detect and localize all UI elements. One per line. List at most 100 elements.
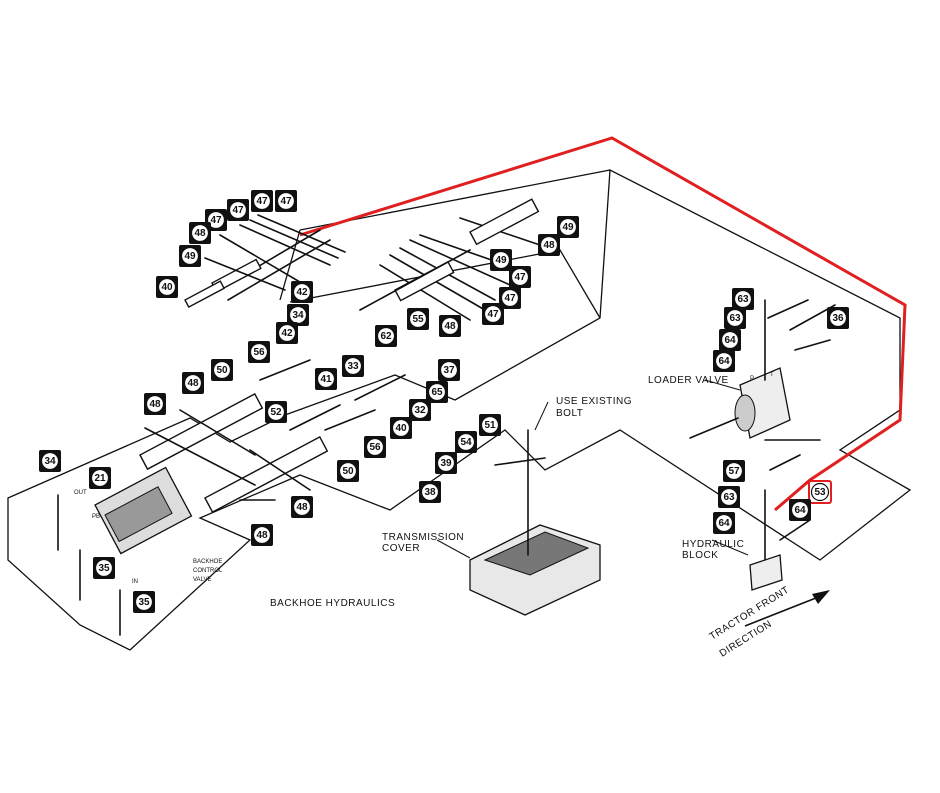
port-pb-label: PB xyxy=(92,514,100,520)
callout-circle xyxy=(338,461,358,481)
callout-circle xyxy=(491,250,511,270)
callout-53: 53 xyxy=(808,480,832,504)
callout-circle xyxy=(828,308,848,328)
port-t-label: T xyxy=(770,372,774,378)
callout-number: 49 xyxy=(495,255,507,266)
callout-64: 64 xyxy=(713,350,735,372)
callout-circle xyxy=(40,451,60,471)
backhoe-control-valve xyxy=(57,466,193,636)
callout-47: 47 xyxy=(499,287,521,309)
callout-number: 62 xyxy=(380,331,392,342)
callout-number: 56 xyxy=(253,347,265,358)
callout-circle xyxy=(790,500,810,520)
callout-number: 64 xyxy=(794,505,806,516)
callout-48: 48 xyxy=(291,496,313,518)
callout-39: 39 xyxy=(435,452,457,474)
callout-49: 49 xyxy=(557,216,579,238)
port-out-label: OUT xyxy=(74,490,87,496)
callout-48: 48 xyxy=(439,315,461,337)
use-existing-bolt-label-1: USE EXISTING xyxy=(556,396,632,407)
callout-34: 34 xyxy=(39,450,61,472)
callout-number: 56 xyxy=(369,442,381,453)
callout-circle xyxy=(539,235,559,255)
use-existing-bolt-label-2: BOLT xyxy=(556,408,583,419)
callout-circle xyxy=(343,356,363,376)
callout-number: 41 xyxy=(320,374,332,385)
hydraulic-block-label-2: BLOCK xyxy=(682,550,718,561)
callout-number: 50 xyxy=(216,365,228,376)
callout-circle xyxy=(292,497,312,517)
callout-circle xyxy=(212,360,232,380)
callout-63: 63 xyxy=(724,307,746,329)
callout-circle xyxy=(183,373,203,393)
callout-50: 50 xyxy=(337,460,359,482)
callout-circle xyxy=(292,282,312,302)
callout-number: 63 xyxy=(729,313,741,324)
callout-42: 42 xyxy=(276,322,298,344)
callout-circle xyxy=(376,326,396,346)
callout-number: 50 xyxy=(342,466,354,477)
callout-21: 21 xyxy=(89,467,111,489)
callout-circle xyxy=(180,246,200,266)
callout-48: 48 xyxy=(538,234,560,256)
callout-number: 47 xyxy=(487,309,499,320)
callout-56: 56 xyxy=(364,436,386,458)
callout-circle xyxy=(714,513,734,533)
middle-tubes xyxy=(139,359,406,514)
callout-circle xyxy=(456,432,476,452)
callout-62: 62 xyxy=(375,325,397,347)
callout-circle xyxy=(94,558,114,578)
callout-47: 47 xyxy=(275,190,297,212)
callout-48: 48 xyxy=(251,524,273,546)
backhoe-valve-label-3: VALVE xyxy=(193,577,211,583)
callout-47: 47 xyxy=(227,199,249,221)
upper-hose-bundle xyxy=(184,198,541,321)
callout-42: 42 xyxy=(291,281,313,303)
callout-number: 49 xyxy=(184,251,196,262)
callout-32: 32 xyxy=(409,399,431,421)
backhoe-valve-label-1: BACKHOE xyxy=(193,559,222,565)
callout-circle xyxy=(266,402,286,422)
callout-number: 35 xyxy=(138,597,150,608)
backhoe-valve-label-2: CONTROL xyxy=(193,568,223,574)
callout-circle xyxy=(145,394,165,414)
callout-number: 36 xyxy=(832,313,844,324)
callout-circle xyxy=(90,468,110,488)
callout-number: 34 xyxy=(292,310,304,321)
callout-circle xyxy=(558,217,578,237)
callout-circle xyxy=(365,437,385,457)
callout-number: 63 xyxy=(723,492,735,503)
transmission-cover xyxy=(469,429,601,616)
callout-65: 65 xyxy=(426,381,448,403)
callout-35: 35 xyxy=(133,591,155,613)
callout-circle xyxy=(420,482,440,502)
port-in-label: IN xyxy=(132,579,138,585)
callout-number: 63 xyxy=(737,294,749,305)
callout-circle xyxy=(719,487,739,507)
callout-64: 64 xyxy=(789,499,811,521)
hydraulic-block-label-1: HYDRAULIC xyxy=(682,539,744,550)
callout-number: 39 xyxy=(440,458,452,469)
callout-51: 51 xyxy=(479,414,501,436)
callout-54: 54 xyxy=(455,431,477,453)
callout-number: 38 xyxy=(424,487,436,498)
hydraulic-block xyxy=(749,454,811,591)
callout-50: 50 xyxy=(211,359,233,381)
callout-number: 48 xyxy=(194,228,206,239)
callout-number: 47 xyxy=(280,196,292,207)
port-p-label: P xyxy=(750,376,754,382)
callout-47: 47 xyxy=(251,190,273,212)
callout-63: 63 xyxy=(732,288,754,310)
callout-34: 34 xyxy=(287,304,309,326)
callout-number: 37 xyxy=(443,365,455,376)
callout-47: 47 xyxy=(509,266,531,288)
callout-number: 65 xyxy=(431,387,443,398)
loader-valve-label: LOADER VALVE xyxy=(648,375,729,386)
callout-circle xyxy=(134,592,154,612)
callout-circle xyxy=(439,360,459,380)
tractor-front-arrow xyxy=(744,590,830,627)
callout-circle xyxy=(408,309,428,329)
callout-55: 55 xyxy=(407,308,429,330)
callout-number: 55 xyxy=(412,314,424,325)
